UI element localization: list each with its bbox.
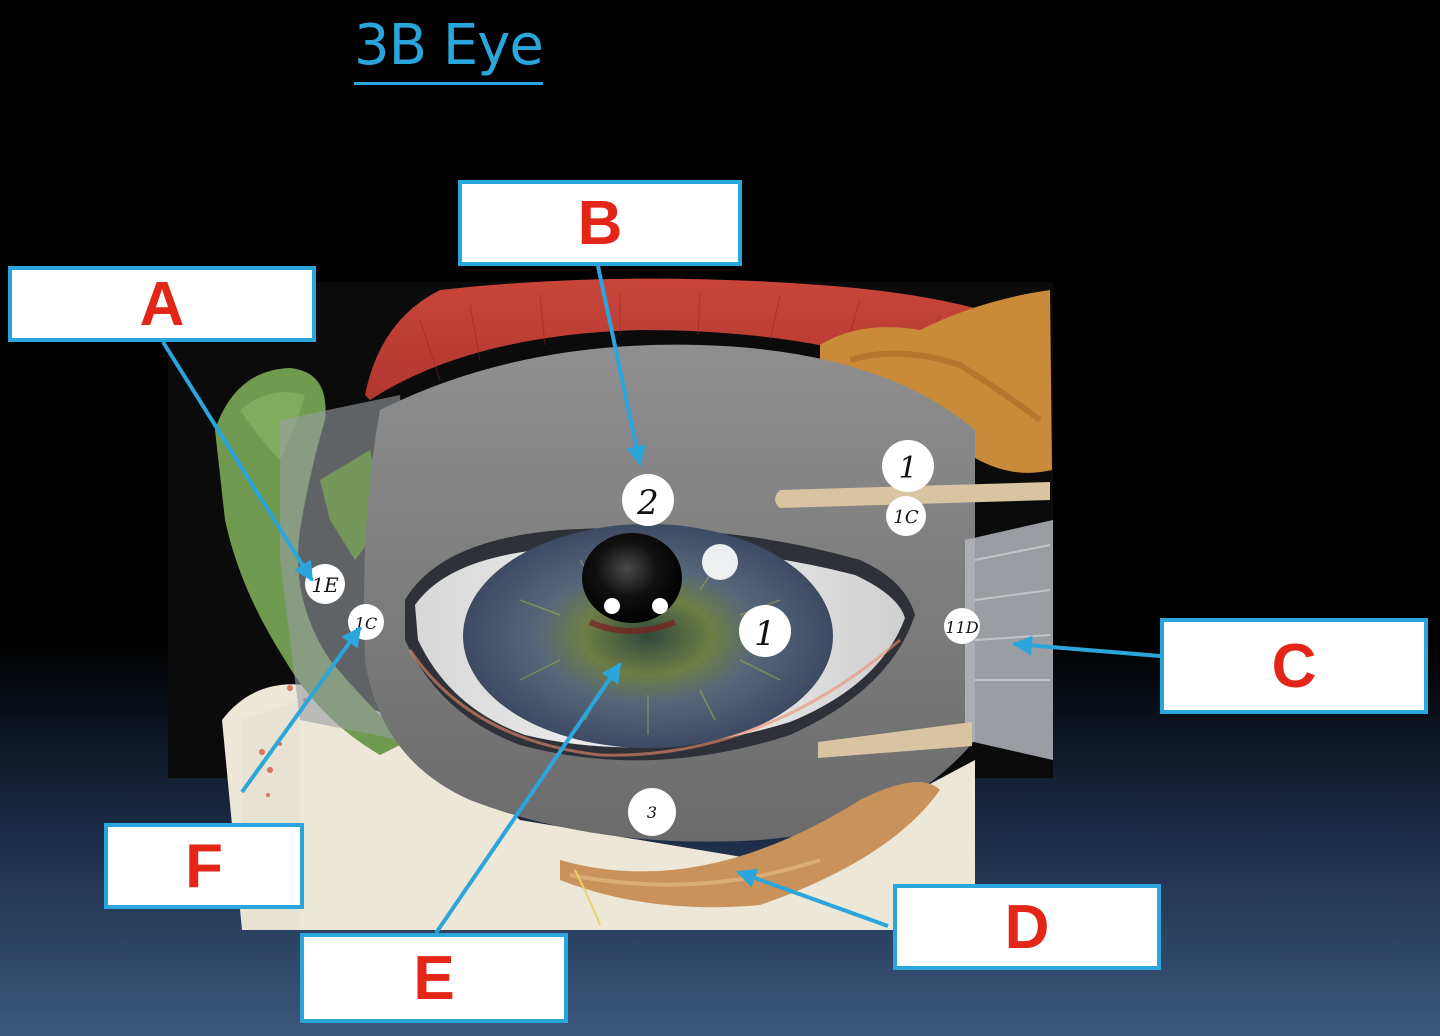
marker-dot-2: [622, 474, 674, 526]
wooden-pin-upper: [775, 482, 1050, 508]
marker-dot-3: [628, 788, 676, 836]
marker-upper-right-top: 1: [898, 451, 917, 486]
wooden-pin-lower: [818, 722, 972, 758]
marker-lateral: 11D: [945, 618, 978, 637]
marker-lower-lid: 3: [647, 803, 657, 822]
marker-medial-upper: 1E: [311, 573, 339, 597]
orbital-rim: [560, 782, 940, 908]
lacrimal-gland-model: [820, 290, 1052, 473]
label-c: C: [1271, 631, 1317, 701]
label-box-a[interactable]: A: [8, 266, 316, 342]
marker-dot-1e: [305, 564, 345, 604]
marker-dot-11d: [944, 608, 980, 644]
label-d: D: [1004, 892, 1050, 962]
marker-dots: [305, 440, 980, 836]
label-f: F: [185, 831, 223, 901]
marker-upper-right-bottom: 1C: [893, 507, 918, 528]
label-e: E: [413, 943, 455, 1013]
marker-dot-1: [739, 605, 791, 657]
marker-dot-top-right-1: [882, 440, 934, 492]
marker-iris: 1: [754, 614, 776, 654]
label-a: A: [139, 269, 185, 339]
marker-medial-lower: 1C: [355, 614, 377, 633]
upper-muscle: [365, 278, 1050, 460]
label-b: B: [577, 188, 623, 258]
label-box-c[interactable]: C: [1160, 618, 1428, 714]
label-box-b[interactable]: B: [458, 180, 742, 266]
label-box-f[interactable]: F: [104, 823, 304, 909]
marker-upper-lid: 2: [636, 483, 659, 523]
slide-title: 3B Eye: [354, 12, 544, 85]
label-box-d[interactable]: D: [893, 884, 1161, 970]
marker-dot-top-right-1c: [886, 496, 926, 536]
label-box-e[interactable]: E: [300, 933, 568, 1023]
